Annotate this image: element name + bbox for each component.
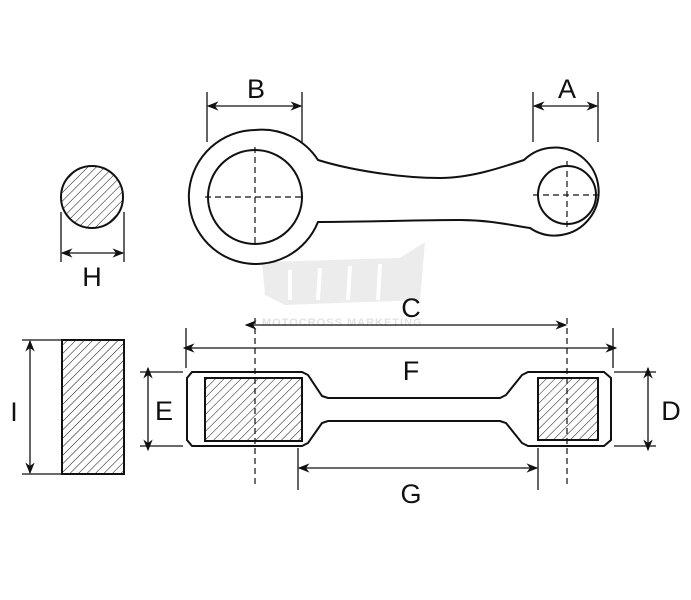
bearing-section: I xyxy=(10,339,125,475)
dimension-c: C xyxy=(244,293,568,330)
label-i: I xyxy=(10,397,18,427)
dimension-b: B xyxy=(206,74,303,142)
label-d: D xyxy=(661,396,681,426)
label-f: F xyxy=(403,356,420,386)
dimension-e: E xyxy=(140,366,183,452)
dimension-f: F xyxy=(182,328,618,386)
svg-text:MOTOCROSS MARKETING: MOTOCROSS MARKETING xyxy=(262,317,423,329)
label-a: A xyxy=(558,74,576,104)
label-c: C xyxy=(401,293,421,323)
label-b: B xyxy=(247,74,265,104)
label-e: E xyxy=(155,396,173,426)
dimension-a: A xyxy=(532,74,599,142)
dimension-d: D xyxy=(614,366,681,452)
rod-side-view xyxy=(186,318,612,488)
dimension-g: G xyxy=(297,448,539,509)
pin-section: H xyxy=(60,165,125,292)
label-g: G xyxy=(400,479,421,509)
rod-top-view xyxy=(187,128,601,265)
label-h: H xyxy=(82,262,102,292)
